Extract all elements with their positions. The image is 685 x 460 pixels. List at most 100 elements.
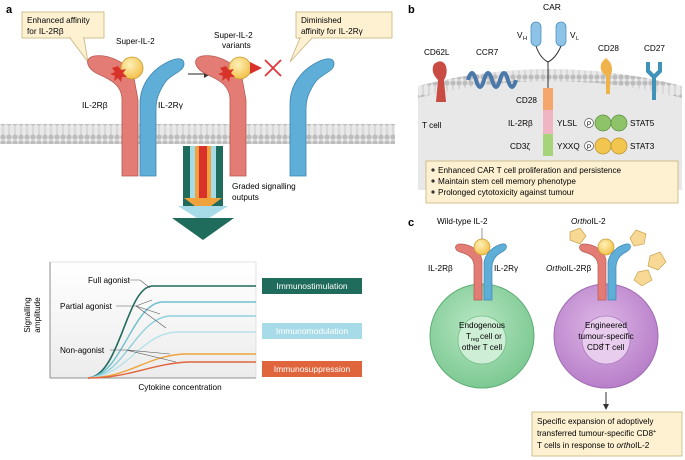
leader-non [110,349,177,363]
wt-il2rb-label: IL-2Rβ [428,264,453,273]
funnel-green-arrow [172,218,234,240]
outcome-line3: T cells in response to orthoIL-2 [537,441,650,450]
cd62l-label: CD62L [424,48,450,57]
domain-cd3z-label: CD3ζ [510,142,530,151]
cd27-marker-label: CD27 [644,44,665,53]
stat3-phospho-label: P [587,144,591,151]
left-cell-line3: other T cell [462,343,502,352]
benefit-2: Maintain stem cell memory phenotype [438,177,576,186]
callout-enhanced-affinity: Enhanced affinity for IL-2Rβ [21,11,105,63]
outcome-immunostimulation-label: Immunostimulation [276,281,348,291]
cell-membrane-a [0,124,395,144]
il2rg-receptor-left [139,58,185,177]
il2rg-label: IL-2Rγ [158,100,184,110]
wild-type-il2-ligand [473,238,491,256]
variant-wedge-icon [250,62,262,74]
car-benefits-box: Enhanced CAR T cell proliferation and pe… [425,160,679,204]
wild-type-il2-label: Wild-type IL-2 [437,217,488,226]
motif-ylsl: YLSL [557,119,577,128]
t-cell-label: T cell [422,121,442,130]
leader-full [129,279,151,289]
marker-cd27: CD27 [644,44,665,100]
stat3-complex: P STAT3 [584,137,655,155]
right-cell-cd8-sup: + [601,342,604,348]
domain-cd28-label: CD28 [516,96,537,105]
super-il2-label: Super-IL-2 [116,37,155,46]
right-cell-line2: tumour-specific [578,332,634,341]
marker-cd62l: CD62L [424,48,450,102]
outcome-arrow-head-icon [603,404,609,410]
il2rg-receptor-right [289,58,335,177]
graded-signalling-funnel: Graded signalling outputs [172,146,296,240]
engineered-nucleus [581,315,631,365]
callout-right-line2: affinity for IL-2Rγ [301,27,364,36]
ortho-il2-ligands [569,227,667,287]
outcome-line2: transferred tumour-specific CD8+ [537,429,656,438]
enhanced-binding-star-icon [110,66,127,82]
curve-non-agonist-2 [87,361,256,379]
left-cell-treg: T [466,332,471,341]
ortho-receptor-complex [579,238,631,301]
vh-label: V [517,31,523,40]
wt-il2rg-label: IL-2Rγ [494,264,519,273]
car-vh-domain [530,21,542,47]
right-cell-cd8: CD8 [587,343,604,352]
stat5-label: STAT5 [630,119,655,128]
marker-ccr7: CCR7 [466,48,518,89]
stat3-label: STAT3 [630,142,655,151]
ortho-il2rb-label: OrthoIL-2Rβ [546,264,592,273]
left-cell-treg-sub: reg [471,337,479,343]
outcome-immunomodulation [262,323,362,339]
outcome-immunosuppression [262,361,362,377]
vh-sub-label: H [523,36,527,42]
benefit-1: Enhanced CAR T cell proliferation and pe… [438,166,622,175]
agonist-full-label: Full agonist [88,276,131,285]
left-cell-line2b: cell or [480,332,502,341]
cd28-marker-label: CD28 [598,44,619,53]
car-label: CAR [543,2,561,12]
diminished-affinity-cross-icon [264,59,282,77]
car-cd28-domain [543,88,553,110]
right-cell-line1: Engineered [585,321,627,330]
super-il2-ligand [120,56,144,80]
leader-partial [116,299,167,329]
marker-cd28: CD28 [598,44,619,94]
plot-area [49,261,257,379]
y-axis-label-line1: Signalling [23,297,32,333]
panel-a-label: a [6,4,13,16]
outcome-box: Specific expansion of adoptively transfe… [531,411,683,457]
stat5-phospho-label: P [587,121,591,128]
signalling-amplitude-plot: Signalling amplitude Cytokine concentrat… [23,261,362,392]
benefit-3: Prolonged cytotoxicity against tumour [438,188,574,197]
agonist-non-label: Non-agonist [60,346,105,355]
outcome-immunosuppression-label: Immunosuppression [274,364,351,374]
car-construct: CAR V H V L CD28 IL-2Rβ CD3ζ YLSL YXXQ [508,2,580,156]
variants-line1: Super-IL-2 [214,31,253,40]
variant-star-icon [218,66,235,82]
receptor-complex-left: Super-IL-2 IL-2Rβ IL-2Rγ [82,37,185,177]
panel-b-label: b [408,4,415,16]
il2rb-label: IL-2Rβ [82,100,108,110]
curve-partial-agonist-2 [87,315,256,379]
panel-c-label: c [408,217,414,229]
car-cd3z-domain [543,134,553,156]
callout-diminished-affinity: Diminished affinity for IL-2Rγ [289,11,393,63]
variants-line2: variants [222,41,251,50]
ortho-il2-label: OrthoIL-2 [571,217,606,226]
right-cell-tcell: T cell [605,343,625,352]
wt-receptor-complex [455,228,507,301]
curve-full-agonist [87,285,256,379]
graded-line2: outputs [232,193,259,202]
receptor-complex-right: Super-IL-2 variants [195,31,335,177]
domain-il2rb-label: IL-2Rβ [508,119,533,128]
curve-partial-agonist-1 [87,301,256,379]
endogenous-nucleus [457,315,507,365]
car-il2rb-domain [543,110,553,134]
agonist-partial-label: Partial agonist [60,302,113,311]
motif-yxxq: YXXQ [557,142,580,151]
funnel-blue-arrow [178,206,228,222]
ccr7-label: CCR7 [476,48,499,57]
callout-left-line2: for IL-2Rβ [27,27,64,36]
y-axis-label-line2: amplitude [33,297,42,333]
